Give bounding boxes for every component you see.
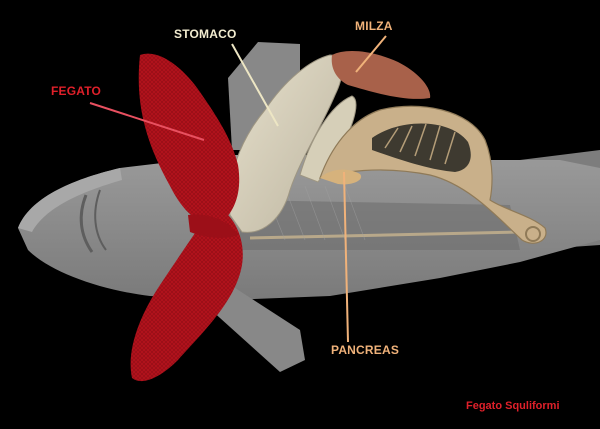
pancreas [320, 169, 362, 185]
spleen-label: MILZA [355, 19, 393, 33]
liver [130, 53, 243, 382]
spiral-intestine [319, 105, 547, 244]
spleen [331, 50, 431, 99]
liver-label: FEGATO [51, 84, 102, 98]
stomach-label: STOMACO [174, 27, 237, 41]
pancreas-label: PANCREAS [331, 343, 400, 357]
leader-lines [89, 35, 387, 343]
caption: Fegato Squliformi [466, 400, 560, 412]
